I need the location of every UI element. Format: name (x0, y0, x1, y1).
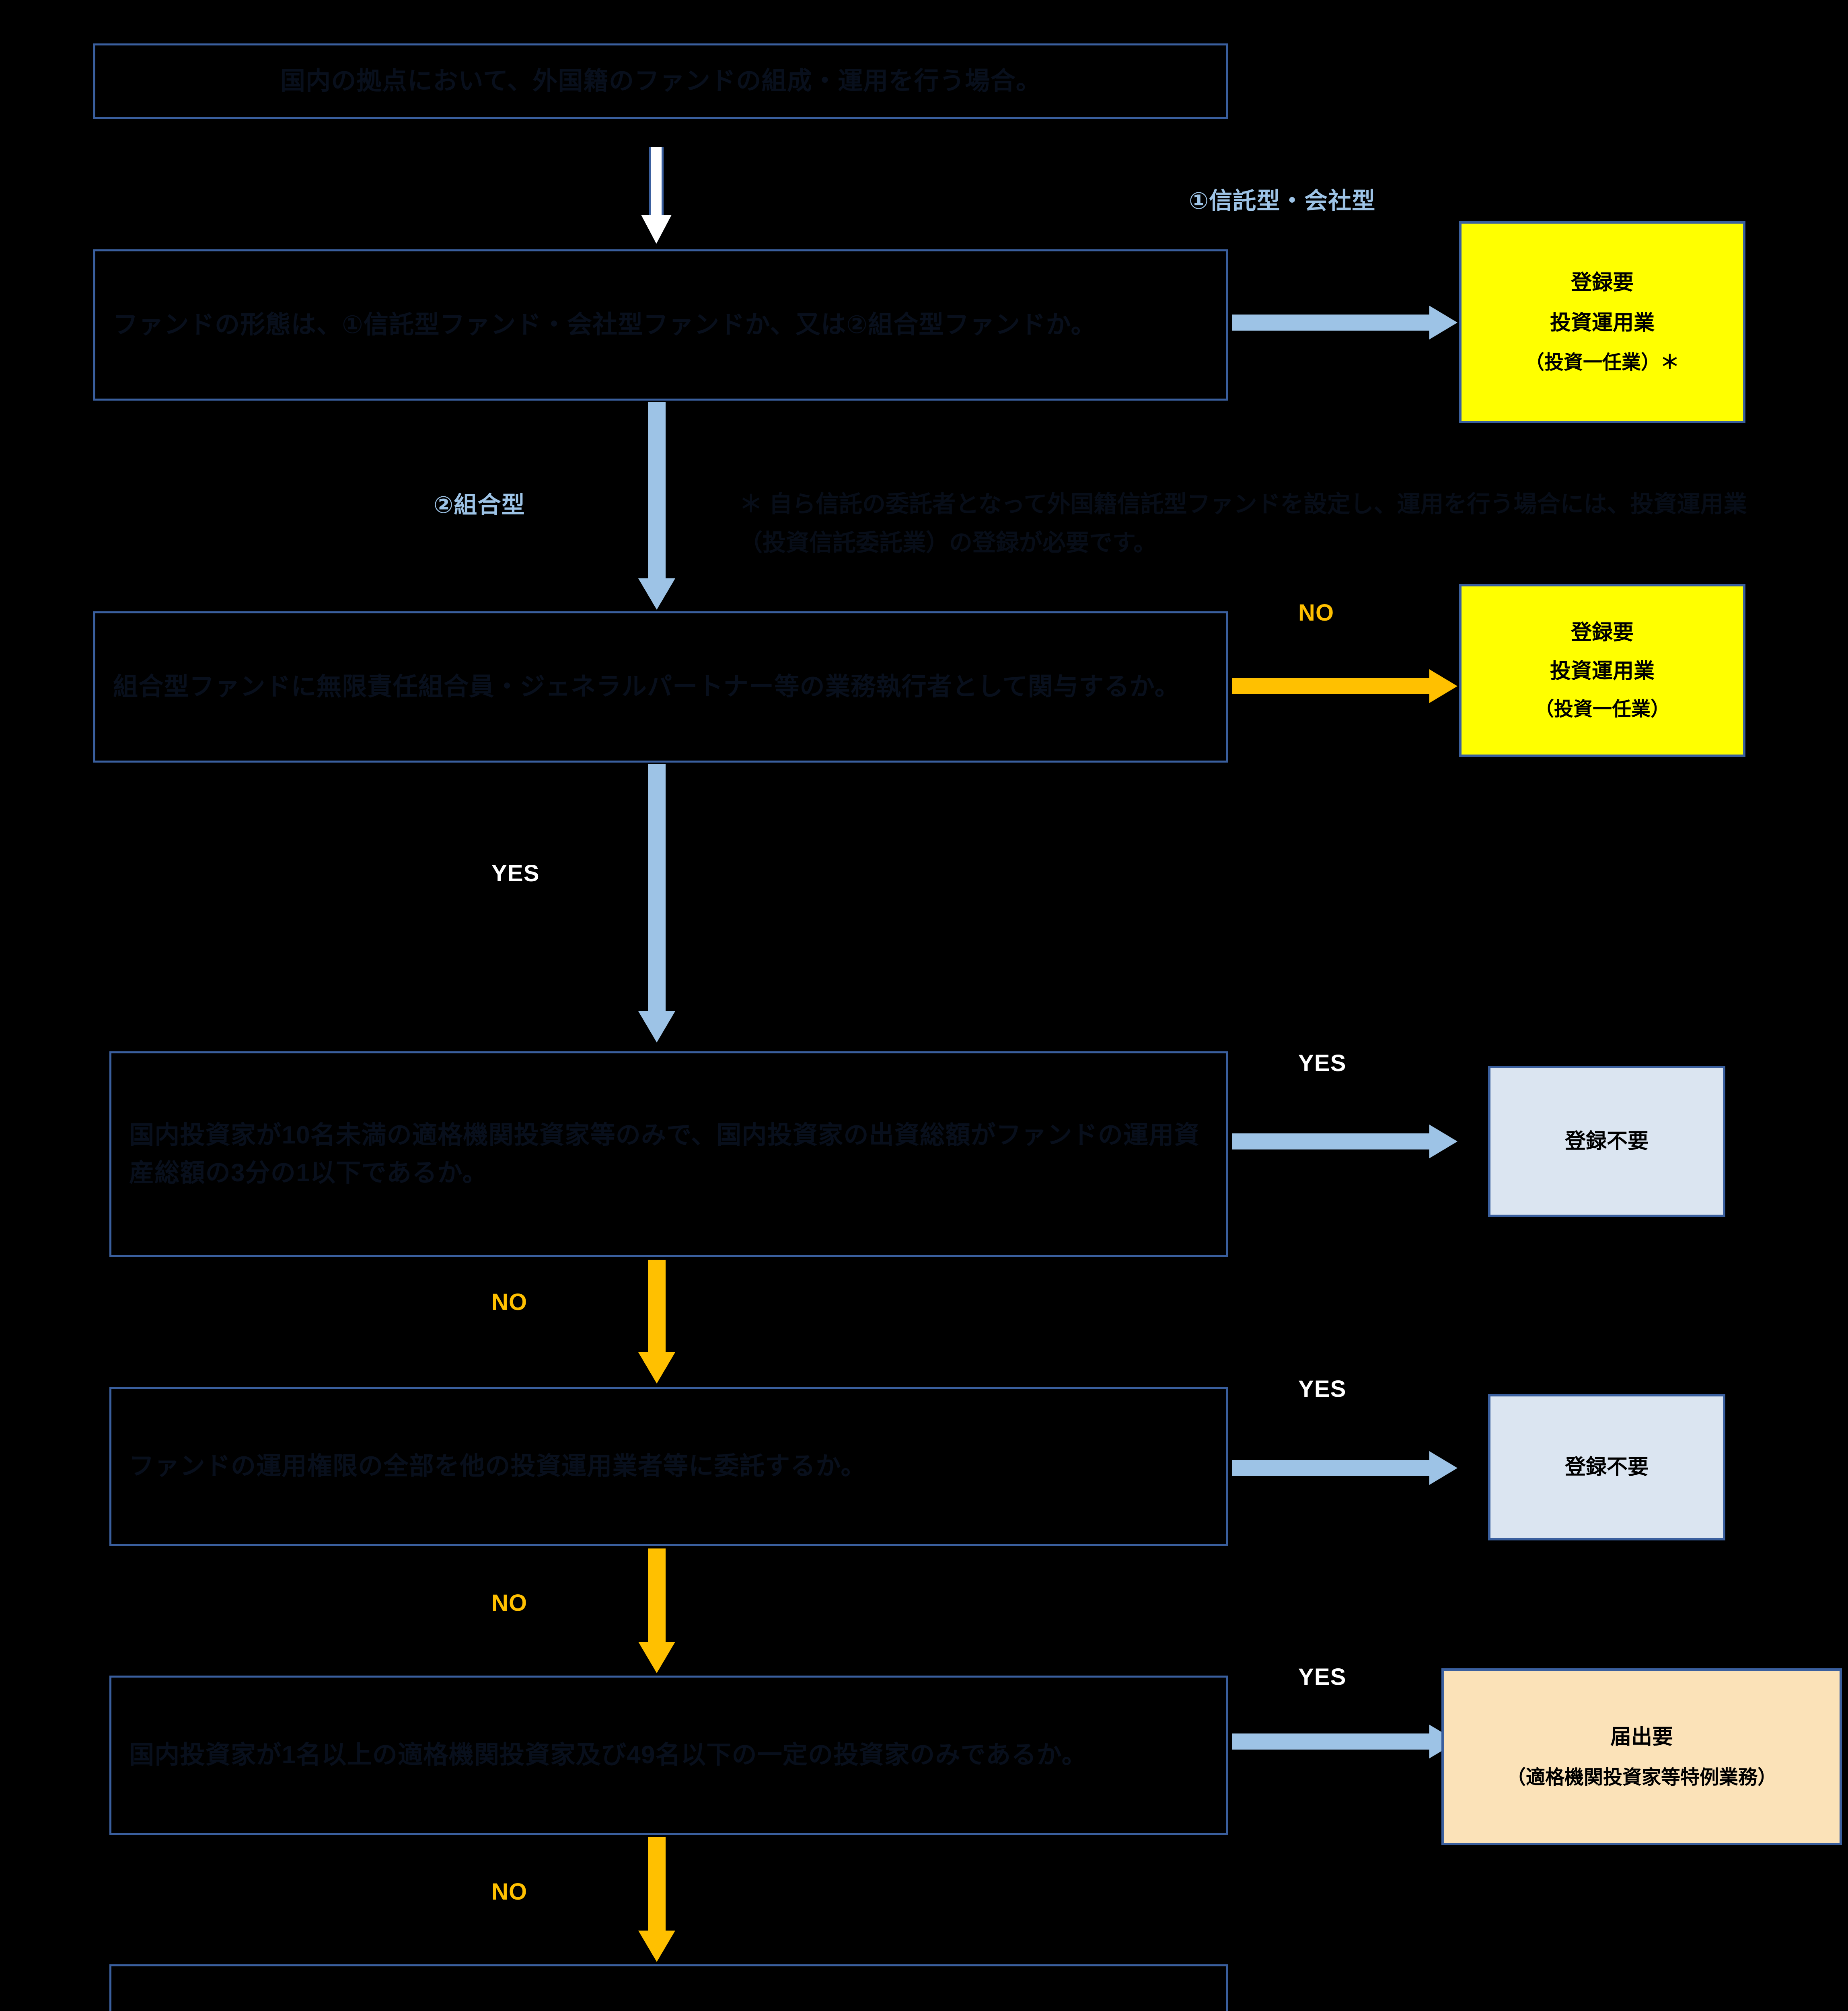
outcome2-line2: 投資運用業 (1550, 660, 1655, 683)
arrow-head (1429, 669, 1457, 703)
arrow-shaft (648, 764, 666, 1011)
branch-label-type2: ②組合型 (434, 492, 525, 518)
arrow-shaft (1232, 1733, 1429, 1750)
outcome-box-no-registration-2: 登録不要 (1488, 1394, 1725, 1540)
question-box-delegate-all-authority: ファンドの運用権限の全部を他の投資運用業者等に委託するか。 (109, 1387, 1228, 1546)
arrow-head (1429, 1125, 1457, 1158)
outcome-box-registration-required-discretionary-star: 登録要 投資運用業 （投資一任業）＊ (1459, 221, 1745, 423)
question-gp-role-text: 組合型ファンドに無限責任組合員・ジェネラルパートナー等の業務執行者として関与する… (113, 672, 1180, 701)
question-form-type-text: ファンドの形態は、①信託型ファンド・会社型ファンドか、又は②組合型ファンドか。 (113, 310, 1096, 339)
branch-label-type1: ①信託型・会社型 (1189, 188, 1376, 214)
arrow-shaft (1232, 678, 1429, 694)
branch-label-q5-no: NO (491, 1879, 528, 1905)
arrow-shaft (649, 147, 664, 215)
arrow-intro-to-q1 (632, 147, 680, 244)
arrow-q5-to-outcome5 (1232, 1725, 1457, 1758)
arrow-shaft (648, 1260, 666, 1352)
arrow-head (1429, 306, 1457, 339)
arrow-q5-to-q6 (635, 1837, 679, 1962)
outcome-box-no-registration-1: 登録不要 (1488, 1066, 1725, 1217)
outcome-box-registration-required-discretionary: 登録要 投資運用業 （投資一任業） (1459, 584, 1745, 757)
outcome5-line2: （適格機関投資家等特例業務） (1506, 1766, 1777, 1788)
footnote-text: ＊ 自ら信託の委託者となって外国籍信託型ファンドを設定し、運用を行う場合には、投… (739, 491, 1747, 556)
outcome2-line3: （投資一任業） (1534, 698, 1670, 720)
arrow-q1-to-outcome1 (1232, 306, 1457, 339)
intro-box: 国内の拠点において、外国籍のファンドの組成・運用を行う場合。 (93, 43, 1228, 119)
question-domestic-investor-threshold-text: 国内投資家が10名未満の適格機関投資家等のみで、国内投資家の出資総額がファンドの… (129, 1121, 1200, 1187)
outcome1-line1: 登録要 (1570, 271, 1634, 294)
outcome1-line3: （投資一任業）＊ (1525, 352, 1679, 373)
arrow-shaft (648, 1548, 666, 1642)
branch-label-q2-yes: YES (491, 860, 540, 886)
arrow-q4-to-outcome4 (1232, 1451, 1457, 1485)
question-box-offshore-investor-exemption: 海外投資家からの出資が50%超で、国内投資家が一定の投資家のみであるか。 (109, 1964, 1228, 2011)
arrow-head (638, 1011, 675, 1043)
question-box-qii-special-exemption: 国内投資家が1名以上の適格機関投資家及び49名以下の一定の投資家のみであるか。 (109, 1676, 1228, 1835)
question-box-form-type: ファンドの形態は、①信託型ファンド・会社型ファンドか、又は②組合型ファンドか。 (93, 249, 1228, 401)
arrow-q1-to-q2 (635, 402, 679, 610)
arrow-q2-to-outcome2 (1232, 669, 1457, 703)
arrow-head (638, 578, 675, 610)
branch-label-q2-no: NO (1298, 600, 1334, 626)
question-box-domestic-investor-threshold: 国内投資家が10名未満の適格機関投資家等のみで、国内投資家の出資総額がファンドの… (109, 1051, 1228, 1257)
outcome1-line2: 投資運用業 (1550, 311, 1655, 335)
question-delegate-all-authority-text: ファンドの運用権限の全部を他の投資運用業者等に委託するか。 (129, 1452, 866, 1480)
arrow-shaft (648, 1837, 666, 1931)
intro-text: 国内の拠点において、外国籍のファンドの組成・運用を行う場合。 (280, 67, 1042, 95)
arrow-shaft (648, 402, 666, 578)
branch-label-q3-no: NO (491, 1289, 528, 1315)
question-box-gp-role: 組合型ファンドに無限責任組合員・ジェネラルパートナー等の業務執行者として関与する… (93, 611, 1228, 763)
outcome3-line1: 登録不要 (1564, 1129, 1649, 1153)
branch-label-q3-yes: YES (1298, 1050, 1346, 1076)
arrow-q3-to-outcome3 (1232, 1125, 1457, 1158)
arrow-shaft (1232, 1133, 1429, 1149)
branch-label-q4-yes: YES (1298, 1376, 1346, 1402)
arrow-shaft (1232, 1460, 1429, 1476)
outcome5-line1: 届出要 (1610, 1725, 1673, 1749)
arrow-head (638, 1642, 675, 1673)
outcome2-line1: 登録要 (1570, 621, 1634, 644)
arrow-head (638, 1931, 675, 1962)
question-qii-special-exemption-text: 国内投資家が1名以上の適格機関投資家及び49名以下の一定の投資家のみであるか。 (129, 1741, 1087, 1769)
arrow-shaft (1232, 315, 1429, 331)
arrow-q3-to-q4 (635, 1260, 679, 1384)
arrow-q4-to-q5 (635, 1548, 679, 1673)
arrow-q2-to-q3 (635, 764, 679, 1043)
branch-label-q4-no: NO (491, 1590, 528, 1616)
outcome4-line1: 登録不要 (1564, 1455, 1649, 1479)
outcome-box-notification-qii: 届出要 （適格機関投資家等特例業務） (1441, 1668, 1842, 1845)
arrow-head (1429, 1451, 1457, 1485)
arrow-head (641, 215, 672, 244)
branch-label-q5-yes: YES (1298, 1664, 1346, 1690)
arrow-head (638, 1352, 675, 1384)
